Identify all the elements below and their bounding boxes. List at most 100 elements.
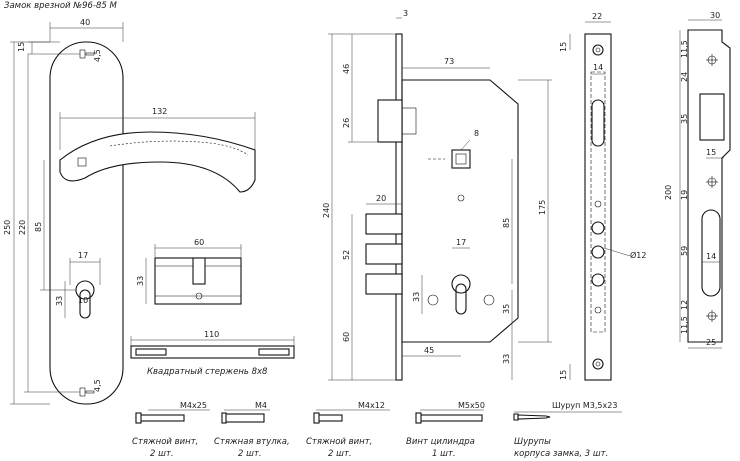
dim-strike-19: 19: [680, 190, 689, 200]
dim-strike-25: 25: [706, 338, 716, 347]
lock-bolt-top: [365, 213, 403, 235]
dim-strike-14: 14: [706, 252, 716, 261]
hardware-item-screw-m4x12: М4х12 Стяжной винт, 2 шт.: [306, 401, 390, 459]
bar-caption: Квадратный стержень 8х8: [147, 367, 268, 377]
dim-handle-total: 250: [3, 220, 12, 235]
dim-lock-cyl-17: 17: [456, 238, 466, 247]
dim-handle-hole-dia-bottom: 4,5: [93, 379, 102, 392]
dim-lever-length: 132: [152, 107, 167, 116]
hardware-caption-5: Шурупы: [514, 437, 551, 447]
hardware-row: М4х25 Стяжной винт, 2 шт. М4 Стяжная вту…: [132, 401, 622, 459]
hardware-qty-4: 1 шт.: [432, 449, 456, 459]
dim-lever-to-cylinder: 85: [34, 222, 43, 232]
strike-bolt-slot: [701, 209, 721, 297]
dim-lock-faceplate: 3: [403, 9, 408, 18]
hardware-qty-2: 2 шт.: [238, 449, 262, 459]
bottom-screw-hole: [79, 387, 86, 397]
dim-lock-cyl-33: 33: [412, 292, 421, 302]
dim-lock-spindle: 8: [474, 129, 479, 138]
faceplate-front: [584, 33, 612, 381]
hardware-item-sleeve-m4: М4 Стяжная втулка, 2 шт.: [214, 401, 290, 459]
dim-handle-holes: 220: [18, 220, 27, 235]
hardware-size-4: М5х50: [458, 401, 485, 410]
handle-view: 40 15 4,5 132 250 220 85 17 33 10: [3, 18, 256, 405]
lock-body-view: 3 73 240 46 26 52 60 20 175 85 35 33 8 1…: [322, 9, 552, 381]
dim-lock-backset: 73: [444, 57, 454, 66]
dim-handle-width: 40: [80, 18, 90, 27]
drawing-title: Замок врезной №96-85 М: [4, 1, 117, 11]
dim-strike-width: 30: [710, 11, 720, 20]
dim-cylinder-length: 60: [194, 238, 204, 247]
dim-strike-15: 15: [706, 148, 716, 157]
lock-bolt-bottom: [365, 273, 403, 295]
dim-lock-total: 240: [322, 203, 331, 218]
dim-strike-200: 200: [664, 185, 673, 200]
lock-latch: [377, 99, 403, 143]
handle-lever: [59, 131, 256, 193]
strike-plate: [687, 29, 731, 343]
hardware-caption-2: Стяжная втулка,: [214, 437, 290, 447]
lock-bolt-mid: [365, 243, 403, 265]
cylinder-view: 60 33: [136, 238, 242, 305]
dim-handle-cyl-width: 17: [78, 251, 88, 260]
dim-handle-top-hole: 15: [17, 42, 26, 52]
handle-plate: [49, 41, 124, 405]
hardware-size-1: М4х25: [180, 401, 207, 410]
top-screw-hole: [79, 49, 86, 59]
hardware-item-screw-m4x25: М4х25 Стяжной винт, 2 шт.: [132, 401, 210, 459]
dim-lock-bottom: 60: [342, 332, 351, 342]
dim-face-hole-top: 15: [559, 42, 568, 52]
lock-case: [401, 79, 519, 343]
dim-handle-cyl-height: 33: [55, 296, 64, 306]
dim-lock-body: 175: [538, 200, 547, 215]
lock-faceplate: [395, 33, 403, 381]
faceplate-latch-slot: [591, 99, 605, 147]
dim-face-hole-dia: Ø12: [630, 250, 646, 260]
strike-screw-bottom: [706, 310, 718, 322]
dim-strike-35: 35: [680, 114, 689, 124]
dim-strike-bottom: 11,5: [680, 316, 689, 334]
square-bar-view: 110 Квадратный стержень 8х8: [130, 330, 295, 377]
dim-strike-24: 24: [680, 72, 689, 82]
strike-latch-pocket: [699, 93, 725, 141]
dim-strike-top: 11,5: [680, 40, 689, 58]
dim-face-width: 22: [592, 12, 602, 21]
dim-handle-cyl-dia: 10: [78, 296, 88, 305]
dim-lock-latch: 26: [342, 118, 351, 128]
dim-strike-59: 59: [680, 246, 689, 256]
strike-screw-mid: [706, 176, 718, 188]
hardware-caption-1: Стяжной винт,: [132, 437, 198, 447]
faceplate-screw-bottom: [592, 358, 604, 370]
dim-cylinder-height: 33: [136, 276, 145, 286]
lock-spindle-hole: [451, 149, 471, 169]
hardware-caption-3: Стяжной винт,: [306, 437, 372, 447]
dim-face-hole-bottom: 15: [559, 370, 568, 380]
hardware-qty-5: корпуса замка, 3 шт.: [514, 449, 608, 459]
dim-bar-length: 110: [204, 330, 219, 339]
hardware-qty-3: 2 шт.: [328, 449, 352, 459]
lock-cylinder-hole: [451, 274, 471, 294]
dim-handle-hole-dia-top: 4,5: [93, 49, 102, 62]
faceplate-front-view: 22 15 14 Ø12 15: [559, 12, 646, 381]
dim-lock-bolt-width: 20: [376, 194, 386, 203]
hardware-size-3: М4х12: [358, 401, 385, 410]
dim-strike-12: 12: [680, 300, 689, 310]
hardware-item-screw-m5x50: М5х50 Винт цилиндра 1 шт.: [406, 401, 485, 459]
dim-lock-top: 46: [342, 64, 351, 74]
dim-lock-dist-45: 45: [424, 346, 434, 355]
strike-screw-top: [706, 54, 718, 66]
faceplate-screw-top: [592, 44, 604, 56]
hardware-size-2: М4: [255, 401, 267, 410]
dim-face-inner: 14: [593, 63, 603, 72]
dim-lock-bottom-33: 33: [502, 354, 511, 364]
hardware-caption-4: Винт цилиндра: [406, 437, 475, 447]
hardware-item-wood-screw: Шуруп М3,5х23 Шурупы корпуса замка, 3 шт…: [513, 401, 622, 459]
hardware-qty-1: 2 шт.: [150, 449, 174, 459]
strike-plate-view: 30 200 11,5 24 35 15 19 59 14 12 11,5 25: [664, 11, 731, 349]
square-bar: [130, 345, 295, 359]
dim-lock-bolt-span: 52: [342, 250, 351, 260]
dim-lock-c2c: 85: [502, 218, 511, 228]
hardware-size-5: Шуруп М3,5х23: [552, 401, 617, 410]
dim-lock-cyl-35: 35: [502, 304, 511, 314]
